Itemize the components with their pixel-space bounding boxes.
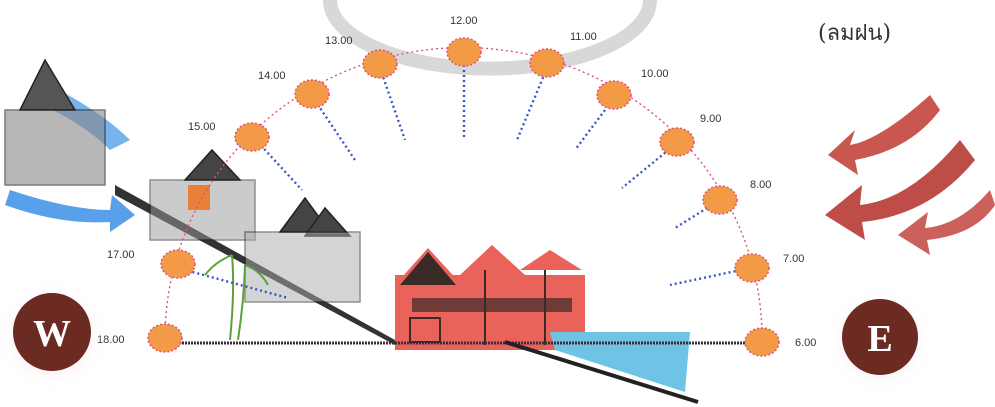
east-marker: E xyxy=(824,284,936,396)
sun-9 xyxy=(659,127,695,157)
water-wedge xyxy=(550,332,690,392)
west-marker: W xyxy=(0,278,110,394)
hour-label-13: 13.00 xyxy=(325,35,353,47)
hour-label-12: 12.00 xyxy=(450,15,478,27)
hour-label-10: 10.00 xyxy=(641,68,669,80)
hour-label-8: 8.00 xyxy=(750,179,771,191)
watermark-arc xyxy=(323,0,657,76)
hour-label-14: 14.00 xyxy=(258,70,286,82)
sun-13 xyxy=(362,49,398,79)
west-circle xyxy=(13,293,91,371)
sun-18 xyxy=(147,323,183,353)
west-letter: W xyxy=(33,313,71,355)
hour-label-6: 6.00 xyxy=(795,337,816,349)
sun-6 xyxy=(744,327,780,357)
rain-wind-arrows xyxy=(825,95,995,255)
sun-8 xyxy=(702,185,738,215)
sun-positions xyxy=(147,37,780,357)
hour-label-9: 9.00 xyxy=(700,113,721,125)
hour-label-17: 17.00 xyxy=(107,249,135,261)
pointer-line xyxy=(504,340,699,404)
sun-14 xyxy=(294,79,330,109)
sun-7 xyxy=(734,253,770,283)
east-circle xyxy=(842,299,918,375)
east-letter: E xyxy=(867,318,892,360)
hillside-houses xyxy=(4,58,361,303)
sun-17 xyxy=(160,249,196,279)
hour-label-7: 7.00 xyxy=(783,253,804,265)
sun-12 xyxy=(446,37,482,67)
rain-wind-label: (ลมฝน) xyxy=(818,21,891,46)
palm-tree xyxy=(204,254,269,341)
sun-11 xyxy=(529,48,565,78)
sun-15 xyxy=(234,122,270,152)
hour-label-15: 15.00 xyxy=(188,121,216,133)
sun-10 xyxy=(596,80,632,110)
hour-label-11: 11.00 xyxy=(570,31,597,43)
